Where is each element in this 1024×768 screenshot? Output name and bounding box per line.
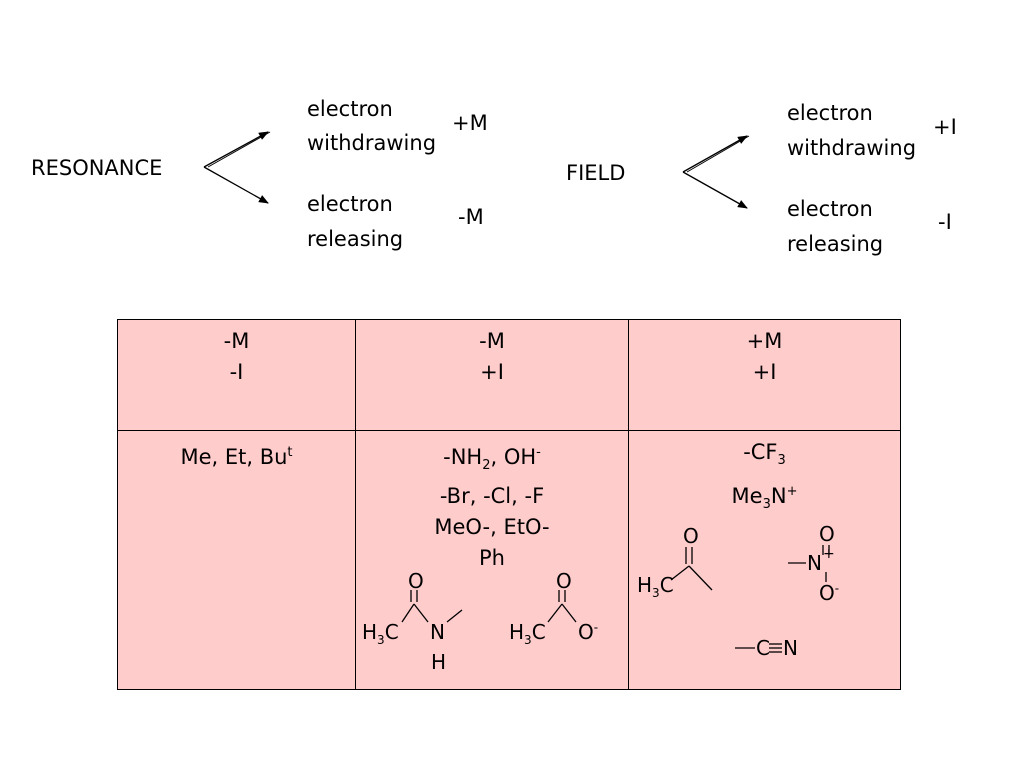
resonance-label: RESONANCE <box>31 156 163 180</box>
body-cell-3: -CF3 Me3N+ <box>628 430 901 690</box>
col3-line2: Me3N+ <box>731 484 798 513</box>
amide-structure <box>401 590 463 623</box>
cyano-c: C <box>756 636 770 660</box>
classification-arrows <box>203 131 750 209</box>
nitro-o-top: O <box>819 522 835 546</box>
header-3-line2: +I <box>752 360 777 384</box>
acetyl-structure <box>670 547 713 591</box>
resonance-plus-m: +M <box>452 111 488 135</box>
substituent-table: -M -I -M +I +M +I Me, Et, But -NH2, OH- … <box>117 319 901 690</box>
col2-line2: -Br, -Cl, -F <box>439 484 545 509</box>
nitro-n: N <box>807 551 822 575</box>
amide-o: O <box>408 569 424 593</box>
resonance-down-arrow <box>203 166 269 204</box>
field-arrows <box>682 135 750 209</box>
body-row: Me, Et, But -NH2, OH- -Br, -Cl, -F MeO-,… <box>117 430 901 690</box>
field-up-arrow <box>682 135 748 173</box>
field-releasing-line2: releasing <box>787 232 884 256</box>
resonance-minus-m: -M <box>458 205 484 229</box>
header-1-line1: -M <box>223 329 250 353</box>
col2-line1: -NH2, OH- <box>443 445 541 474</box>
header-row: -M -I -M +I +M +I <box>117 319 901 431</box>
body-cell-1: Me, Et, But <box>117 430 356 690</box>
field-plus-i: +I <box>933 115 957 139</box>
resonance-up-arrow-double <box>207 131 271 168</box>
header-cell-2: -M +I <box>355 319 629 431</box>
resonance-up-arrow <box>203 131 269 168</box>
header-cell-1: -M -I <box>117 319 356 431</box>
field-down-arrow <box>682 171 748 209</box>
resonance-arrows <box>203 131 271 204</box>
nitro-plus: + <box>823 546 835 562</box>
resonance-withdrawing-line2: withdrawing <box>307 131 437 155</box>
header-1-line2: -I <box>229 360 244 384</box>
field-withdrawing-line1: electron <box>787 101 873 125</box>
field-releasing-line1: electron <box>787 197 873 221</box>
nitro-o-minus: O- <box>819 581 840 605</box>
col3-line1: -CF3 <box>743 440 786 469</box>
amide-h: H <box>431 650 447 674</box>
header-3-line1: +M <box>746 329 783 353</box>
field-minus-i: -I <box>938 210 952 234</box>
acetate-o-minus: O- <box>578 620 599 644</box>
acetyl-h3c: H3C <box>637 573 674 600</box>
cyano-structure <box>735 643 782 653</box>
nitro-structure <box>788 545 830 582</box>
alkyl-groups: Me, Et, But <box>180 445 293 469</box>
amide-h3c: H3C <box>362 620 399 647</box>
header-cell-3: +M +I <box>628 319 901 431</box>
header-2-line1: -M <box>479 329 505 353</box>
resonance-withdrawing-line1: electron <box>307 97 393 121</box>
col2-line3: MeO-, EtO- <box>434 515 550 540</box>
resonance-releasing-line1: electron <box>307 192 393 216</box>
resonance-releasing-line2: releasing <box>307 227 404 251</box>
field-up-arrow-double <box>686 135 750 173</box>
acetate-h3c: H3C <box>509 620 546 647</box>
acetyl-o: O <box>683 524 699 548</box>
acetate-o: O <box>556 569 572 593</box>
header-2-line2: +I <box>480 360 504 384</box>
acetate-structure <box>547 590 577 623</box>
cyano-n: N <box>783 636 798 660</box>
col2-line4: Ph <box>479 546 505 571</box>
amide-n: N <box>430 620 445 644</box>
field-withdrawing-line2: withdrawing <box>787 136 917 160</box>
field-label: FIELD <box>566 161 626 185</box>
